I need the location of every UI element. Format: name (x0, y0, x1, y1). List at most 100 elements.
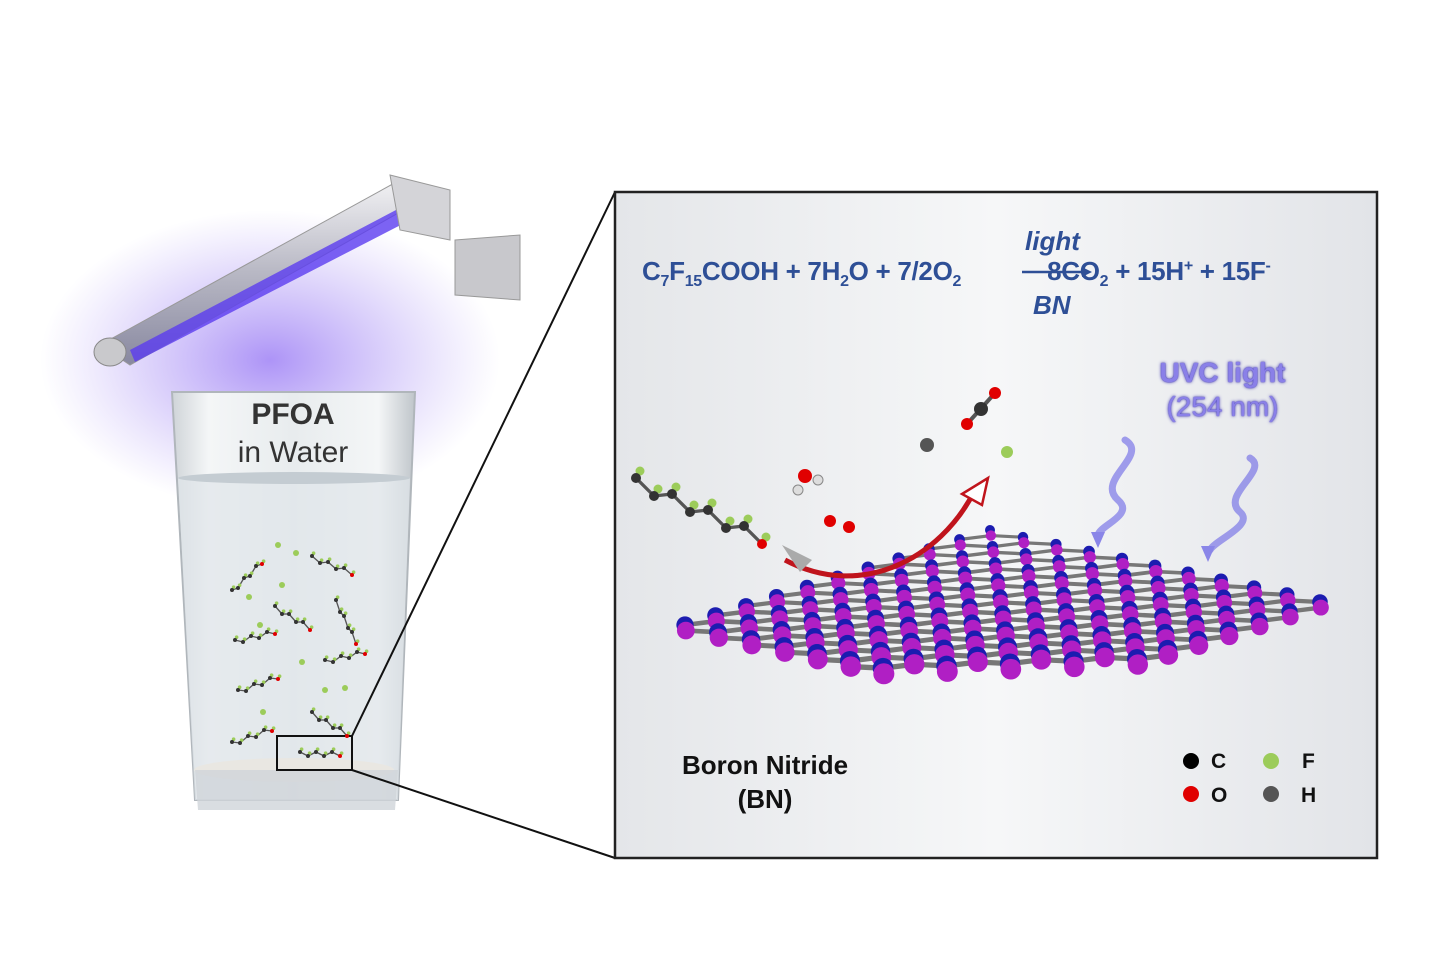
fluorine-atom (340, 651, 345, 655)
glass-label: PFOA in Water (170, 396, 416, 472)
fluorine-atom (309, 625, 314, 629)
boron-atom (936, 661, 958, 682)
carbon-atom (318, 561, 322, 565)
carbon-atom (230, 740, 234, 744)
boron-atom (709, 628, 728, 647)
boron-atom (1251, 617, 1269, 636)
carbon-atom (230, 588, 234, 592)
boron-atom (1022, 569, 1036, 583)
fluorine-atom (347, 623, 352, 627)
boron-atom (1214, 578, 1229, 594)
legend-label-c: C (1211, 750, 1227, 773)
fluorine-atom (247, 731, 252, 735)
boron-atom (925, 564, 939, 578)
carbon-atom (342, 566, 346, 570)
boron-atom (1031, 649, 1052, 670)
fluorine-atom (302, 617, 307, 621)
carbon-atom (649, 491, 659, 501)
boron-atom (967, 651, 988, 673)
material-label-abbrev: (BN) (737, 784, 793, 814)
oxygen-atom (354, 642, 358, 646)
carbon-atom (254, 564, 258, 568)
oxygen-atom (308, 628, 312, 632)
boron-atom (1312, 599, 1329, 616)
boron-atom (954, 539, 966, 551)
boron-atom (1064, 656, 1085, 678)
fluorine-atom (355, 639, 360, 643)
fluorine-atom (689, 500, 699, 510)
boron-atom (1127, 654, 1149, 675)
carbon-atom (294, 620, 298, 624)
legend-label-f: F (1302, 750, 1315, 773)
fluorine-atom (255, 732, 260, 736)
fluorine-atom (242, 637, 247, 641)
fluorine-atom (269, 673, 274, 677)
equation-segment: 2 (952, 273, 962, 291)
carbon-atom (703, 505, 713, 515)
fluorine-atom (258, 633, 263, 637)
boron-atom (742, 635, 762, 655)
fluoride-ion (322, 687, 328, 693)
fluorine-atom (231, 737, 236, 741)
carbon-atom (338, 726, 342, 730)
carbon-atom (331, 726, 335, 730)
boron-atom (991, 578, 1006, 593)
legend-markers (1183, 753, 1279, 802)
fluoride-ion (299, 659, 305, 665)
boron-atom (1020, 553, 1033, 566)
fluorine-atom (331, 747, 336, 751)
fluorine-atom (346, 731, 351, 735)
oxygen-atom (961, 418, 973, 430)
uvc-label: UVC light (254 nm) (1140, 356, 1305, 424)
boron-atom (1054, 576, 1069, 591)
oxygen-atom (757, 539, 767, 549)
carbon-atom (233, 638, 237, 642)
oxygen-atom (798, 469, 812, 483)
carbon-atom (739, 521, 749, 531)
carbon-atom (346, 626, 350, 630)
fluorine-atom (307, 751, 312, 755)
boron-atom (873, 663, 895, 685)
carbon-atom (334, 567, 338, 571)
boron-atom (831, 576, 846, 591)
boron-atom (1018, 537, 1030, 549)
fluorine-atom (343, 611, 348, 615)
carbon-atom (323, 658, 327, 662)
carbon-atom (667, 489, 677, 499)
fluorine-atom (348, 653, 353, 657)
fluorine-atom (271, 726, 276, 730)
fluorine-atom (653, 484, 663, 494)
carbon-atom (314, 750, 318, 754)
fluorine-atom (356, 647, 361, 651)
fluorine-atom (274, 601, 279, 605)
fluorine-atom (351, 627, 356, 631)
fluoride-ion (257, 622, 263, 628)
carbon-atom (248, 574, 252, 578)
fluoride-ion (246, 594, 252, 600)
fluorine-atom (261, 680, 266, 684)
boron-atom (1051, 544, 1063, 556)
fluorine-atom (335, 595, 340, 599)
boron-atom (927, 580, 943, 596)
oxygen-atom (260, 562, 264, 566)
equation-segment: 2 (1099, 273, 1109, 291)
water-glass (170, 391, 417, 810)
zoom-region-box (276, 735, 353, 771)
fluorine-atom (319, 558, 324, 562)
equation-segment: 2 (840, 273, 849, 291)
carbon-atom (262, 728, 266, 732)
fluorine-atom (761, 532, 771, 542)
fluorine-atom (339, 751, 344, 755)
fluorine-atom (250, 631, 255, 635)
oxygen-atom (363, 652, 367, 656)
carbon-atom (287, 612, 291, 616)
boron-atom (807, 649, 828, 670)
carbon-atom (268, 676, 272, 680)
equation-segment: + (1183, 257, 1193, 275)
oxygen-atom (338, 754, 342, 758)
carbon-atom (631, 473, 641, 483)
fluoride-ion (293, 550, 299, 556)
fluorine-atom (315, 747, 320, 751)
carbon-atom (244, 689, 248, 693)
